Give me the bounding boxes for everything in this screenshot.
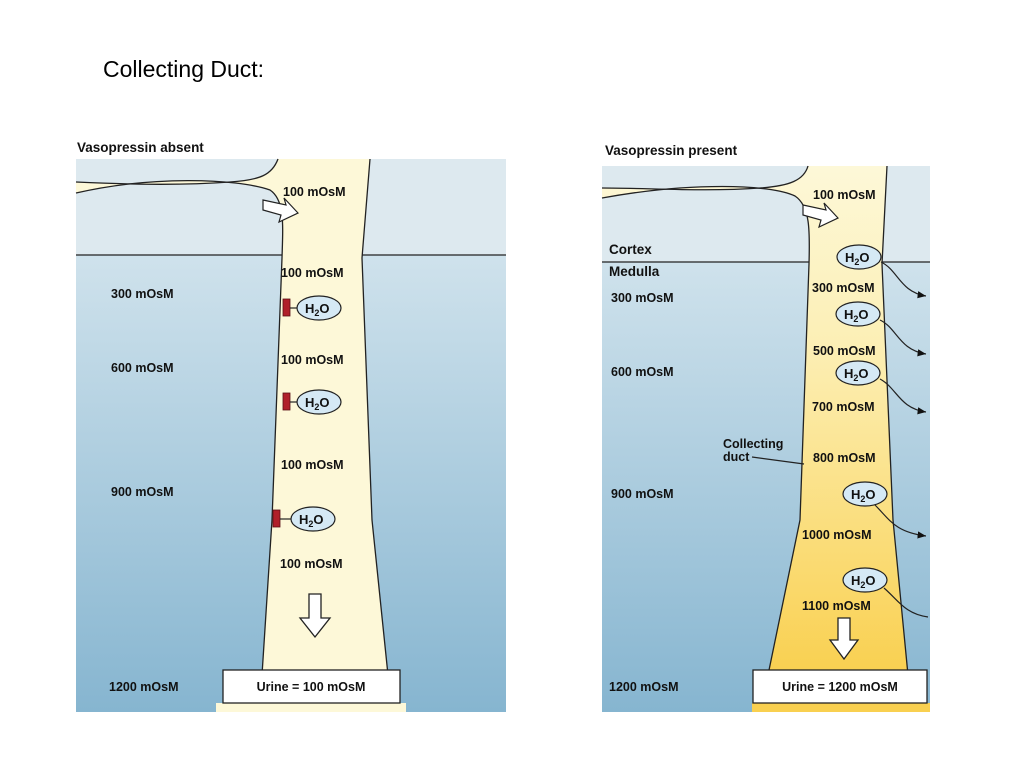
water-exit-arrow [879,378,927,415]
left-duct-exit [216,703,406,712]
left-interstitial-300: 300 mOsM [111,287,174,301]
left-urine-label: Urine = 100 mOsM [257,680,366,694]
water-channel-open-3: H2O [835,360,927,415]
svg-text:H2O: H2O [851,487,876,504]
channel-block-icon [282,392,291,411]
svg-text:H2O: H2O [299,512,324,529]
collecting-duct-label-line2: duct [723,450,750,464]
water-channel-open-2: H2O [835,301,927,357]
collecting-duct-label-line1: Collecting [723,437,783,451]
right-duct-label-800: 800 mOsM [813,451,876,465]
water-exit-arrow [880,261,927,299]
water-channel-open-5: H2O [842,567,929,618]
cortex-label: Cortex [609,242,652,257]
left-duct-label-2: 100 mOsM [281,266,344,280]
water-exit-arrow [883,587,929,618]
flow-in-arrow [262,197,299,224]
water-channel-open-1: H2O [836,244,927,299]
left-duct-fill [76,159,388,675]
blocked-water-channel-3: H2O [272,506,336,532]
right-panel-heading: Vasopressin present [605,143,738,158]
left-interstitial-600: 600 mOsM [111,361,174,375]
right-duct-label-500: 500 mOsM [813,344,876,358]
right-duct-label-700: 700 mOsM [812,400,875,414]
right-urine-box [752,669,928,704]
water-molecule-icon [296,295,342,321]
water-molecule-icon [842,481,888,507]
right-panel: Vasopressin present Cortex Medulla 300 m… [601,143,930,712]
left-duct-label-4: 100 mOsM [281,458,344,472]
left-duct-label-1: 100 mOsM [283,185,346,199]
water-channel-open-4: H2O [842,481,927,539]
water-molecule-icon [836,244,882,270]
water-molecule-icon [842,567,888,593]
svg-text:H2O: H2O [845,250,870,267]
water-molecule-icon [296,389,342,415]
right-duct-label-1100: 1100 mOsM [802,599,871,613]
medulla-label: Medulla [609,264,660,279]
left-duct-label-5: 100 mOsM [280,557,343,571]
water-exit-arrow [874,504,927,539]
right-interstitial-1200: 1200 mOsM [609,680,678,694]
left-urine-box [222,669,401,704]
left-panel: Vasopressin absent 100 mOsM 100 mOsM 100… [75,140,506,712]
svg-text:H2O: H2O [305,395,330,412]
svg-text:H2O: H2O [844,307,869,324]
left-tubule-wall-top [75,158,279,185]
flow-down-arrow [828,617,860,661]
right-duct-wall-right [881,165,909,676]
channel-block-icon [282,298,291,317]
right-interstitial-600: 600 mOsM [611,365,674,379]
water-molecule-icon [835,360,881,386]
flow-in-arrow [802,202,839,229]
flow-down-arrow [298,593,332,639]
right-duct-label-100: 100 mOsM [813,188,876,202]
svg-text:H2O: H2O [851,573,876,590]
right-interstitial-900: 900 mOsM [611,487,674,501]
left-interstitial-1200: 1200 mOsM [109,680,178,694]
left-interstitial-900: 900 mOsM [111,485,174,499]
left-duct-wall-outer [75,179,284,676]
right-duct-label-1000: 1000 mOsM [802,528,871,542]
right-duct-fill [602,166,908,675]
svg-text:H2O: H2O [844,366,869,383]
blocked-water-channel-2: H2O [282,389,342,415]
svg-text:H2O: H2O [305,301,330,318]
blocked-water-channel-1: H2O [282,295,342,321]
left-duct-wall-right [361,158,389,676]
left-panel-heading: Vasopressin absent [77,140,204,155]
right-urine-label: Urine = 1200 mOsM [782,680,898,694]
right-duct-label-300: 300 mOsM [812,281,875,295]
water-exit-arrow [879,319,927,357]
right-tubule-wall-top [601,165,809,191]
right-interstitial-300: 300 mOsM [611,291,674,305]
water-molecule-icon [290,506,336,532]
water-molecule-icon [835,301,881,327]
right-duct-exit [752,703,930,712]
slide-title: Collecting Duct: [103,56,265,82]
left-duct-label-3: 100 mOsM [281,353,344,367]
channel-block-icon [272,509,281,528]
collecting-duct-pointer [751,456,805,465]
